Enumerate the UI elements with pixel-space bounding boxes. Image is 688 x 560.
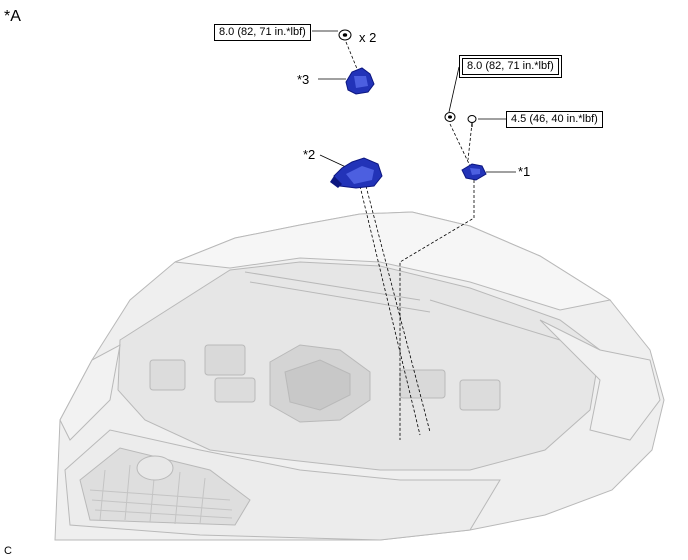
torque-bolt: 4.5 (46, 40 in.*lbf) xyxy=(506,111,603,128)
guide-lines xyxy=(312,30,516,440)
vehicle-front xyxy=(54,211,665,541)
nut-right xyxy=(444,112,456,122)
part1-bracket xyxy=(461,163,487,181)
bolt xyxy=(467,115,477,127)
callout-part3: *3 xyxy=(297,72,310,87)
view-label: *A xyxy=(4,8,21,25)
callout-part2: *2 xyxy=(303,147,316,162)
corner-code: C xyxy=(4,545,12,557)
torque-nut-top: 8.0 (82, 71 in.*lbf) xyxy=(214,24,311,41)
part2-bracket xyxy=(330,157,383,189)
callout-part1: *1 xyxy=(518,164,531,179)
torque-nut-right: 8.0 (82, 71 in.*lbf) xyxy=(459,55,562,78)
quantity-label: x 2 xyxy=(359,30,377,45)
part3-bracket xyxy=(345,67,375,95)
nut-top xyxy=(338,29,352,41)
